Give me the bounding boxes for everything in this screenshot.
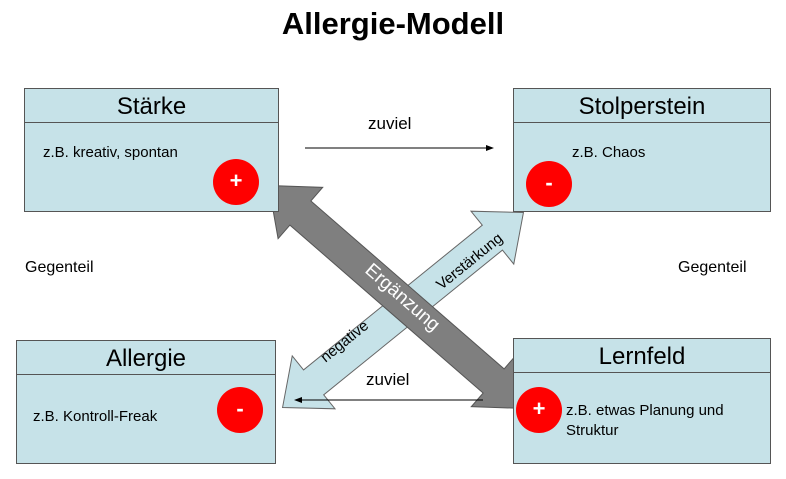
page-title: Allergie-Modell <box>281 6 505 41</box>
box-allergie: Allergie z.B. Kontroll-Freak - <box>16 340 276 464</box>
box-allergie-example: z.B. Kontroll-Freak <box>33 408 158 425</box>
zuviel-top-arrow <box>305 145 494 151</box>
zuviel-top-label: zuviel <box>368 114 412 133</box>
zuviel-bottom-arrow <box>294 397 483 403</box>
gegenteil-left-label: Gegenteil <box>25 259 94 276</box>
zuviel-bottom-label: zuviel <box>366 370 410 389</box>
box-lernfeld: Lernfeld z.B. etwas Planung und Struktur… <box>513 338 771 464</box>
box-allergie-title: Allergie <box>17 341 275 375</box>
plus-badge: + <box>213 159 259 205</box>
minus-badge: - <box>217 387 263 433</box>
gegenteil-right-label: Gegenteil <box>678 259 747 276</box>
box-stolperstein-example: z.B. Chaos <box>572 144 646 161</box>
box-lernfeld-example: z.B. etwas Planung und Struktur <box>566 402 724 439</box>
box-stolperstein-title: Stolperstein <box>514 89 770 123</box>
box-staerke-example: z.B. kreativ, spontan <box>43 144 178 161</box>
box-stolperstein: Stolperstein z.B. Chaos - <box>513 88 771 212</box>
minus-badge: - <box>526 161 572 207</box>
box-staerke-title: Stärke <box>25 89 278 123</box>
box-staerke: Stärke z.B. kreativ, spontan + <box>24 88 279 212</box>
box-lernfeld-title: Lernfeld <box>514 339 770 373</box>
plus-badge: + <box>516 387 562 433</box>
